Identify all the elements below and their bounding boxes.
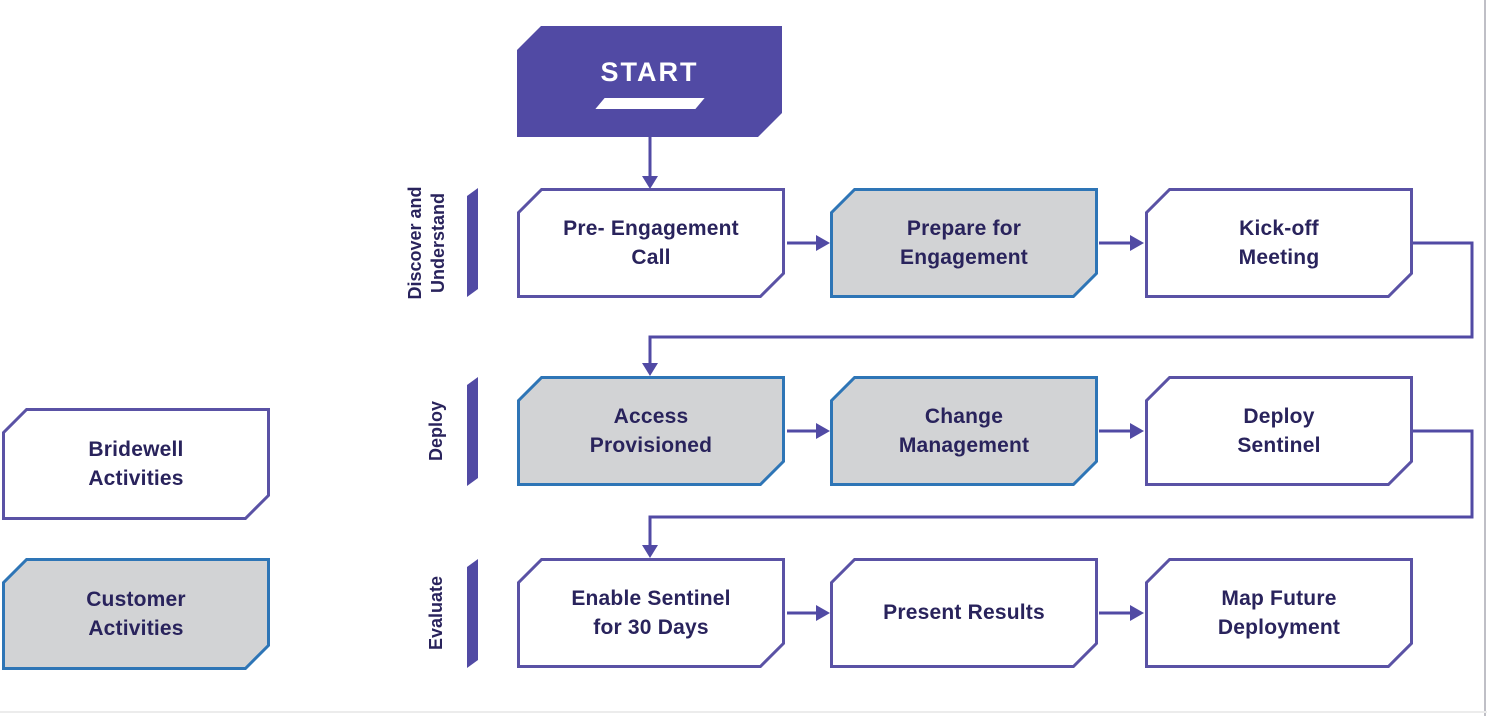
arrowhead-row3-b bbox=[1130, 605, 1144, 621]
step-shape bbox=[517, 376, 785, 486]
arrowhead-row2-b bbox=[1130, 423, 1144, 439]
arrowhead-start-down bbox=[642, 176, 658, 189]
legend-customer-activities: Customer Activities bbox=[2, 558, 270, 670]
step-pre-engagement-call: Pre- Engagement Call bbox=[517, 188, 785, 298]
step-access-provisioned: Access Provisioned bbox=[517, 376, 785, 486]
step-label: Map Future Deployment bbox=[1217, 586, 1341, 639]
step-shape bbox=[830, 376, 1098, 486]
page-edge-bottom bbox=[0, 711, 1487, 713]
step-change-management: Change Management bbox=[830, 376, 1098, 486]
connector-wrap-row1-row2 bbox=[648, 241, 1474, 364]
page-edge-right bbox=[1484, 0, 1486, 716]
step-shape bbox=[517, 558, 785, 668]
step-map-future-deployment: Map Future Deployment bbox=[1145, 558, 1413, 668]
step-label: Change Management bbox=[898, 404, 1030, 457]
step-shape bbox=[1145, 558, 1413, 668]
lane-label-evaluate: Evaluate bbox=[426, 575, 446, 651]
step-label: Prepare for Engagement bbox=[899, 216, 1029, 269]
arrowhead-row1-b bbox=[1130, 235, 1144, 251]
lane-label-discover: Discover and Understand bbox=[405, 186, 448, 300]
arrowhead-wrap-row1-row2 bbox=[642, 363, 658, 376]
step-shape bbox=[830, 188, 1098, 298]
start-node-shape bbox=[517, 26, 782, 137]
step-label: Enable Sentinel for 30 Days bbox=[571, 586, 731, 639]
step-label: Present Results bbox=[883, 601, 1045, 625]
arrowhead-wrap-row2-row3 bbox=[642, 545, 658, 558]
step-shape bbox=[830, 558, 1098, 668]
legend-label: Customer Activities bbox=[86, 587, 186, 640]
step-shape bbox=[1145, 188, 1413, 298]
step-shape bbox=[1145, 376, 1413, 486]
lane-label-deploy: Deploy bbox=[426, 401, 446, 462]
step-label: Pre- Engagement Call bbox=[563, 216, 739, 269]
step-label: Deploy Sentinel bbox=[1237, 404, 1321, 457]
step-label: Access Provisioned bbox=[589, 404, 713, 457]
arrowhead-row1-a bbox=[816, 235, 830, 251]
step-enable-sentinel-30-days: Enable Sentinel for 30 Days bbox=[517, 558, 785, 668]
lane-bar-discover bbox=[467, 188, 478, 297]
legend-shape bbox=[2, 408, 270, 520]
arrowhead-row2-a bbox=[816, 423, 830, 439]
legend-bridewell-activities: Bridewell Activities bbox=[2, 408, 270, 520]
start-underline-bar bbox=[594, 97, 705, 109]
step-deploy-sentinel: Deploy Sentinel bbox=[1145, 376, 1413, 486]
connector-wrap-row2-row3 bbox=[648, 429, 1474, 546]
arrowhead-row3-a bbox=[816, 605, 830, 621]
start-label: START bbox=[600, 57, 699, 88]
legend-label: Bridewell Activities bbox=[88, 437, 184, 490]
lane-bar-evaluate bbox=[467, 559, 478, 668]
step-shape bbox=[517, 188, 785, 298]
start-node: START bbox=[517, 26, 782, 137]
legend-shape bbox=[2, 558, 270, 670]
step-label: Kick-off Meeting bbox=[1238, 216, 1320, 269]
step-prepare-for-engagement: Prepare for Engagement bbox=[830, 188, 1098, 298]
step-present-results: Present Results bbox=[830, 558, 1098, 668]
lane-bar-deploy bbox=[467, 377, 478, 486]
step-kick-off-meeting: Kick-off Meeting bbox=[1145, 188, 1413, 298]
